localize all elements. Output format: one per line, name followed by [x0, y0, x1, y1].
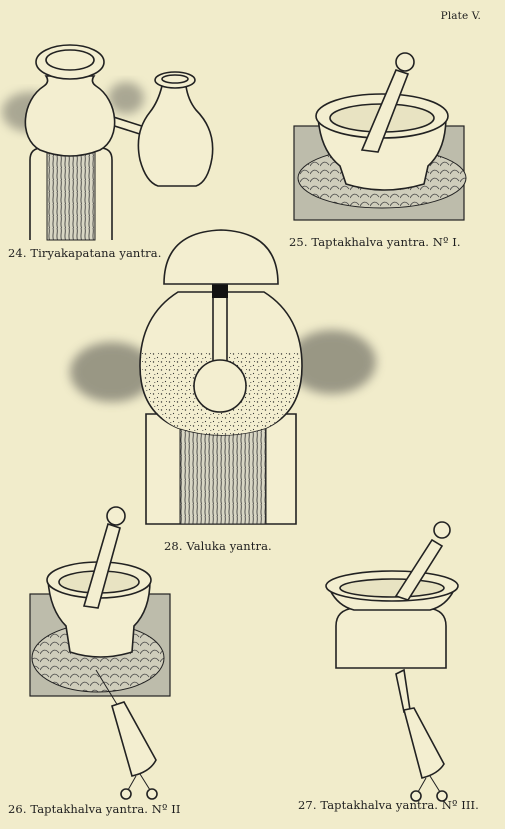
caption-figure-26: 26. Taptakhalva yantra. Nº II [8, 802, 181, 816]
smoke-cloud [70, 342, 154, 402]
figure-26-taptakhalva-2 [29, 506, 171, 800]
flask-left [24, 75, 116, 157]
inner-flask-neck [212, 289, 228, 369]
pestle [82, 522, 121, 609]
smoke-cloud [288, 330, 376, 394]
fire [46, 147, 96, 241]
figure-27-taptakhalva-3 [325, 521, 459, 802]
caption-figure-28: 28. Valuka yantra. [164, 539, 272, 553]
flask-right [137, 85, 214, 187]
dome-lid [163, 229, 279, 285]
bellows [95, 669, 158, 800]
furnace-stand [335, 607, 447, 669]
smoke-cloud [108, 82, 144, 114]
figure-28-valuka [70, 229, 376, 525]
pestle [394, 538, 444, 601]
plate-label: Plate V. [440, 10, 481, 22]
caption-figure-24: 24. Tiryakapatana yantra. [8, 246, 162, 260]
inner-flask-bulb [193, 359, 247, 413]
figure-24-tiryakapatana [2, 44, 214, 241]
figure-25-taptakhalva-1 [293, 52, 467, 221]
caption-figure-27: 27. Taptakhalva yantra. Nº III. [298, 798, 479, 812]
mortar [47, 579, 151, 658]
caption-figure-25: 25. Taptakhalva yantra. Nº I. [289, 235, 461, 249]
bellows [395, 668, 448, 802]
pestle [360, 69, 410, 153]
